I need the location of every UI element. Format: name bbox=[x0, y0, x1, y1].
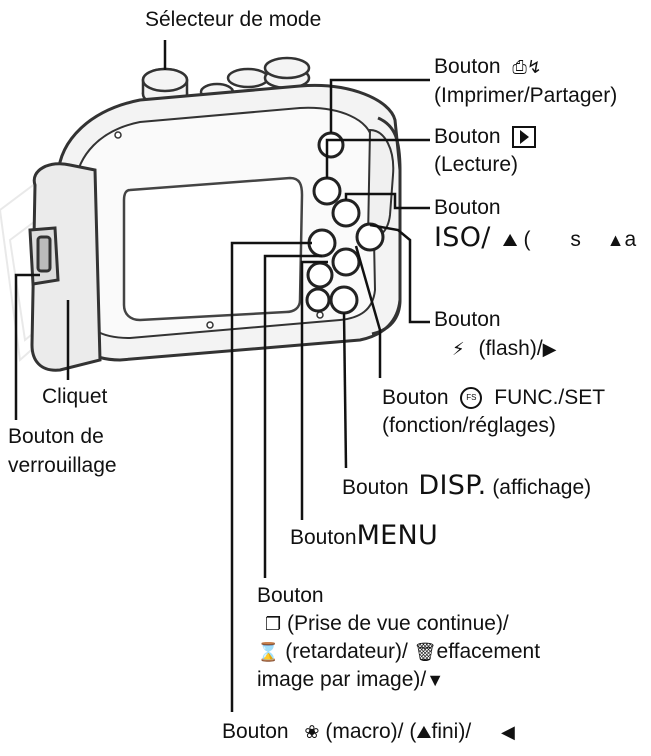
menu-button-text: Bouton bbox=[290, 526, 357, 549]
flash-desc: (flash)/ bbox=[478, 337, 542, 360]
iso-s: s bbox=[570, 228, 581, 251]
macro-button-text: Bouton bbox=[222, 720, 289, 743]
macro-inf-open: ( bbox=[409, 720, 416, 743]
drive-line3: image par image)/▼ bbox=[257, 668, 444, 692]
playback-button-text: Bouton bbox=[434, 125, 501, 148]
func-text: FUNC./SET bbox=[494, 386, 605, 409]
print-share-icon: ⎙↯ bbox=[512, 58, 541, 76]
arrow-right-icon: ▶ bbox=[543, 340, 557, 358]
func-desc: (fonction/réglages) bbox=[382, 414, 556, 438]
drive-desc-1: (Prise de vue continue)/ bbox=[287, 612, 509, 635]
playback-label: Bouton bbox=[434, 125, 536, 149]
iso-paren: ( bbox=[523, 228, 530, 251]
lock-button-label-line2: verrouillage bbox=[8, 454, 117, 478]
macro-text: (macro)/ bbox=[325, 720, 403, 743]
iso-a: a bbox=[624, 228, 636, 251]
disp-button-text: Bouton bbox=[342, 476, 409, 499]
flash-button-label: Bouton bbox=[434, 308, 501, 332]
disp-label: Bouton DISP. (affichage) bbox=[342, 474, 591, 500]
drive-desc-2b: effacement bbox=[437, 640, 541, 663]
mode-selector-label: Sélecteur de mode bbox=[145, 8, 321, 32]
print-share-label: Bouton ⎙↯ bbox=[434, 55, 542, 79]
menu-text: MENU bbox=[357, 520, 439, 551]
erase-icon: 🗑 bbox=[414, 643, 437, 661]
disp-desc: (affichage) bbox=[492, 476, 591, 499]
playback-icon bbox=[512, 126, 536, 148]
macro-flower-icon: ❀ bbox=[304, 723, 319, 741]
drive-line2: ⌛ (retardateur)/ 🗑effacement bbox=[257, 640, 540, 664]
func-set-icon: FS bbox=[460, 387, 482, 409]
arrow-left-icon: ◀ bbox=[501, 723, 515, 741]
continuous-shooting-icon: ❐ bbox=[265, 615, 281, 633]
self-timer-icon: ⌛ bbox=[257, 643, 279, 661]
arrow-up-icon: ▲ bbox=[607, 231, 625, 249]
macro-label: Bouton ❀ (macro)/ (⛰fini)/ ◀ bbox=[222, 720, 515, 744]
print-share-desc: (Imprimer/Partager) bbox=[434, 84, 617, 108]
arrow-down-icon: ▼ bbox=[426, 671, 444, 689]
mountain-infinity-icon: ⛰ bbox=[503, 231, 518, 249]
iso-text: ISO/ bbox=[434, 222, 491, 253]
drive-button-label: Bouton bbox=[257, 584, 324, 608]
func-label: Bouton FS FUNC./SET bbox=[382, 386, 605, 410]
drive-desc-3: image par image)/ bbox=[257, 668, 426, 691]
flash-icon: ⚡ bbox=[452, 340, 465, 358]
drive-desc-2: (retardateur)/ bbox=[285, 640, 408, 663]
playback-desc: (Lecture) bbox=[434, 153, 518, 177]
iso-line: ISO/ ⛰ ( s ▲a bbox=[434, 226, 636, 252]
lock-button-label-line1: Bouton de bbox=[8, 425, 104, 449]
cliquet-label: Cliquet bbox=[42, 385, 107, 409]
print-share-button-text: Bouton bbox=[434, 55, 501, 78]
menu-label: BoutonMENU bbox=[290, 524, 438, 550]
drive-line1: ❐ (Prise de vue continue)/ bbox=[265, 612, 509, 636]
flash-line: ⚡ (flash)/▶ bbox=[452, 337, 557, 361]
disp-text: DISP. bbox=[418, 470, 486, 501]
iso-button-label: Bouton bbox=[434, 196, 501, 220]
macro-inf: fini)/ bbox=[431, 720, 471, 743]
func-button-text: Bouton bbox=[382, 386, 449, 409]
infinity-mountain-icon: ⛰ bbox=[416, 723, 431, 741]
